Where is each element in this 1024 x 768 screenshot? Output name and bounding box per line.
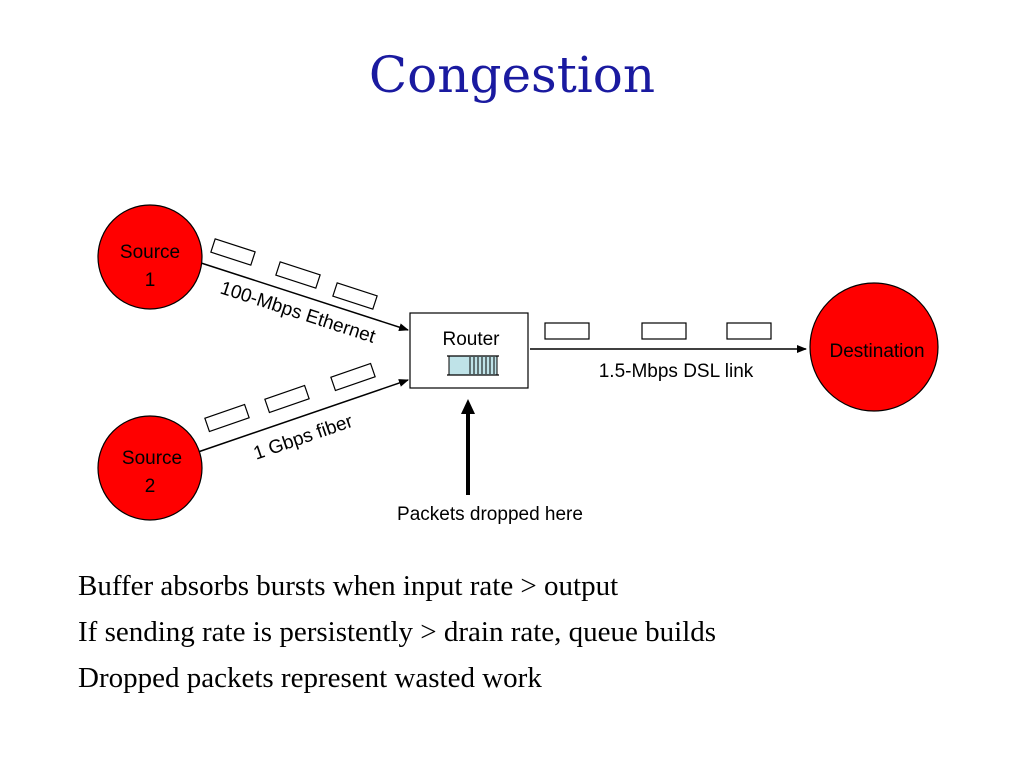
bullet-item: If sending rate is persistently > drain …: [78, 616, 717, 648]
packet: [544, 322, 590, 340]
source-2-number: 2: [145, 476, 156, 497]
router-node: Router: [409, 312, 529, 389]
router-label: Router: [442, 329, 500, 350]
congestion-diagram: Source 1 Source 2 Router Destination 100…: [97, 204, 939, 525]
packet: [204, 403, 250, 433]
source-1-node: Source 1: [97, 204, 203, 310]
dsl-packets: [544, 322, 772, 340]
packet: [726, 322, 772, 340]
packet: [641, 322, 687, 340]
source-1-number: 1: [145, 270, 156, 291]
packet: [275, 261, 321, 289]
source-2-label: Source: [122, 448, 182, 469]
source-2-circle: [97, 415, 203, 521]
packet: [332, 282, 378, 310]
destination-label: Destination: [829, 341, 924, 362]
fiber-link-label: 1 Gbps fiber: [251, 411, 356, 465]
fiber-packets: [204, 362, 376, 433]
source-1-label: Source: [120, 242, 180, 263]
bullet-list: Buffer absorbs bursts when input rate > …: [78, 566, 716, 704]
dsl-link-label: 1.5-Mbps DSL link: [599, 361, 754, 382]
drop-annotation: Packets dropped here: [397, 504, 583, 525]
ethernet-packets: [210, 238, 378, 310]
bullet-item: Buffer absorbs bursts when input rate > …: [78, 570, 619, 602]
packet: [264, 384, 310, 414]
router-buffer-icon: [447, 355, 499, 376]
slide-title: Congestion: [368, 46, 656, 104]
bullet-item: Dropped packets represent wasted work: [78, 662, 542, 694]
source-1-circle: [97, 204, 203, 310]
destination-circle: [809, 282, 939, 412]
router-box: [409, 312, 529, 389]
source-2-node: Source 2: [97, 415, 203, 521]
drop-arrow-head: [461, 399, 475, 414]
ethernet-link: [197, 261, 409, 332]
packet: [330, 362, 376, 392]
packet: [210, 238, 256, 266]
destination-node: Destination: [809, 282, 939, 412]
fiber-link: [197, 379, 409, 453]
